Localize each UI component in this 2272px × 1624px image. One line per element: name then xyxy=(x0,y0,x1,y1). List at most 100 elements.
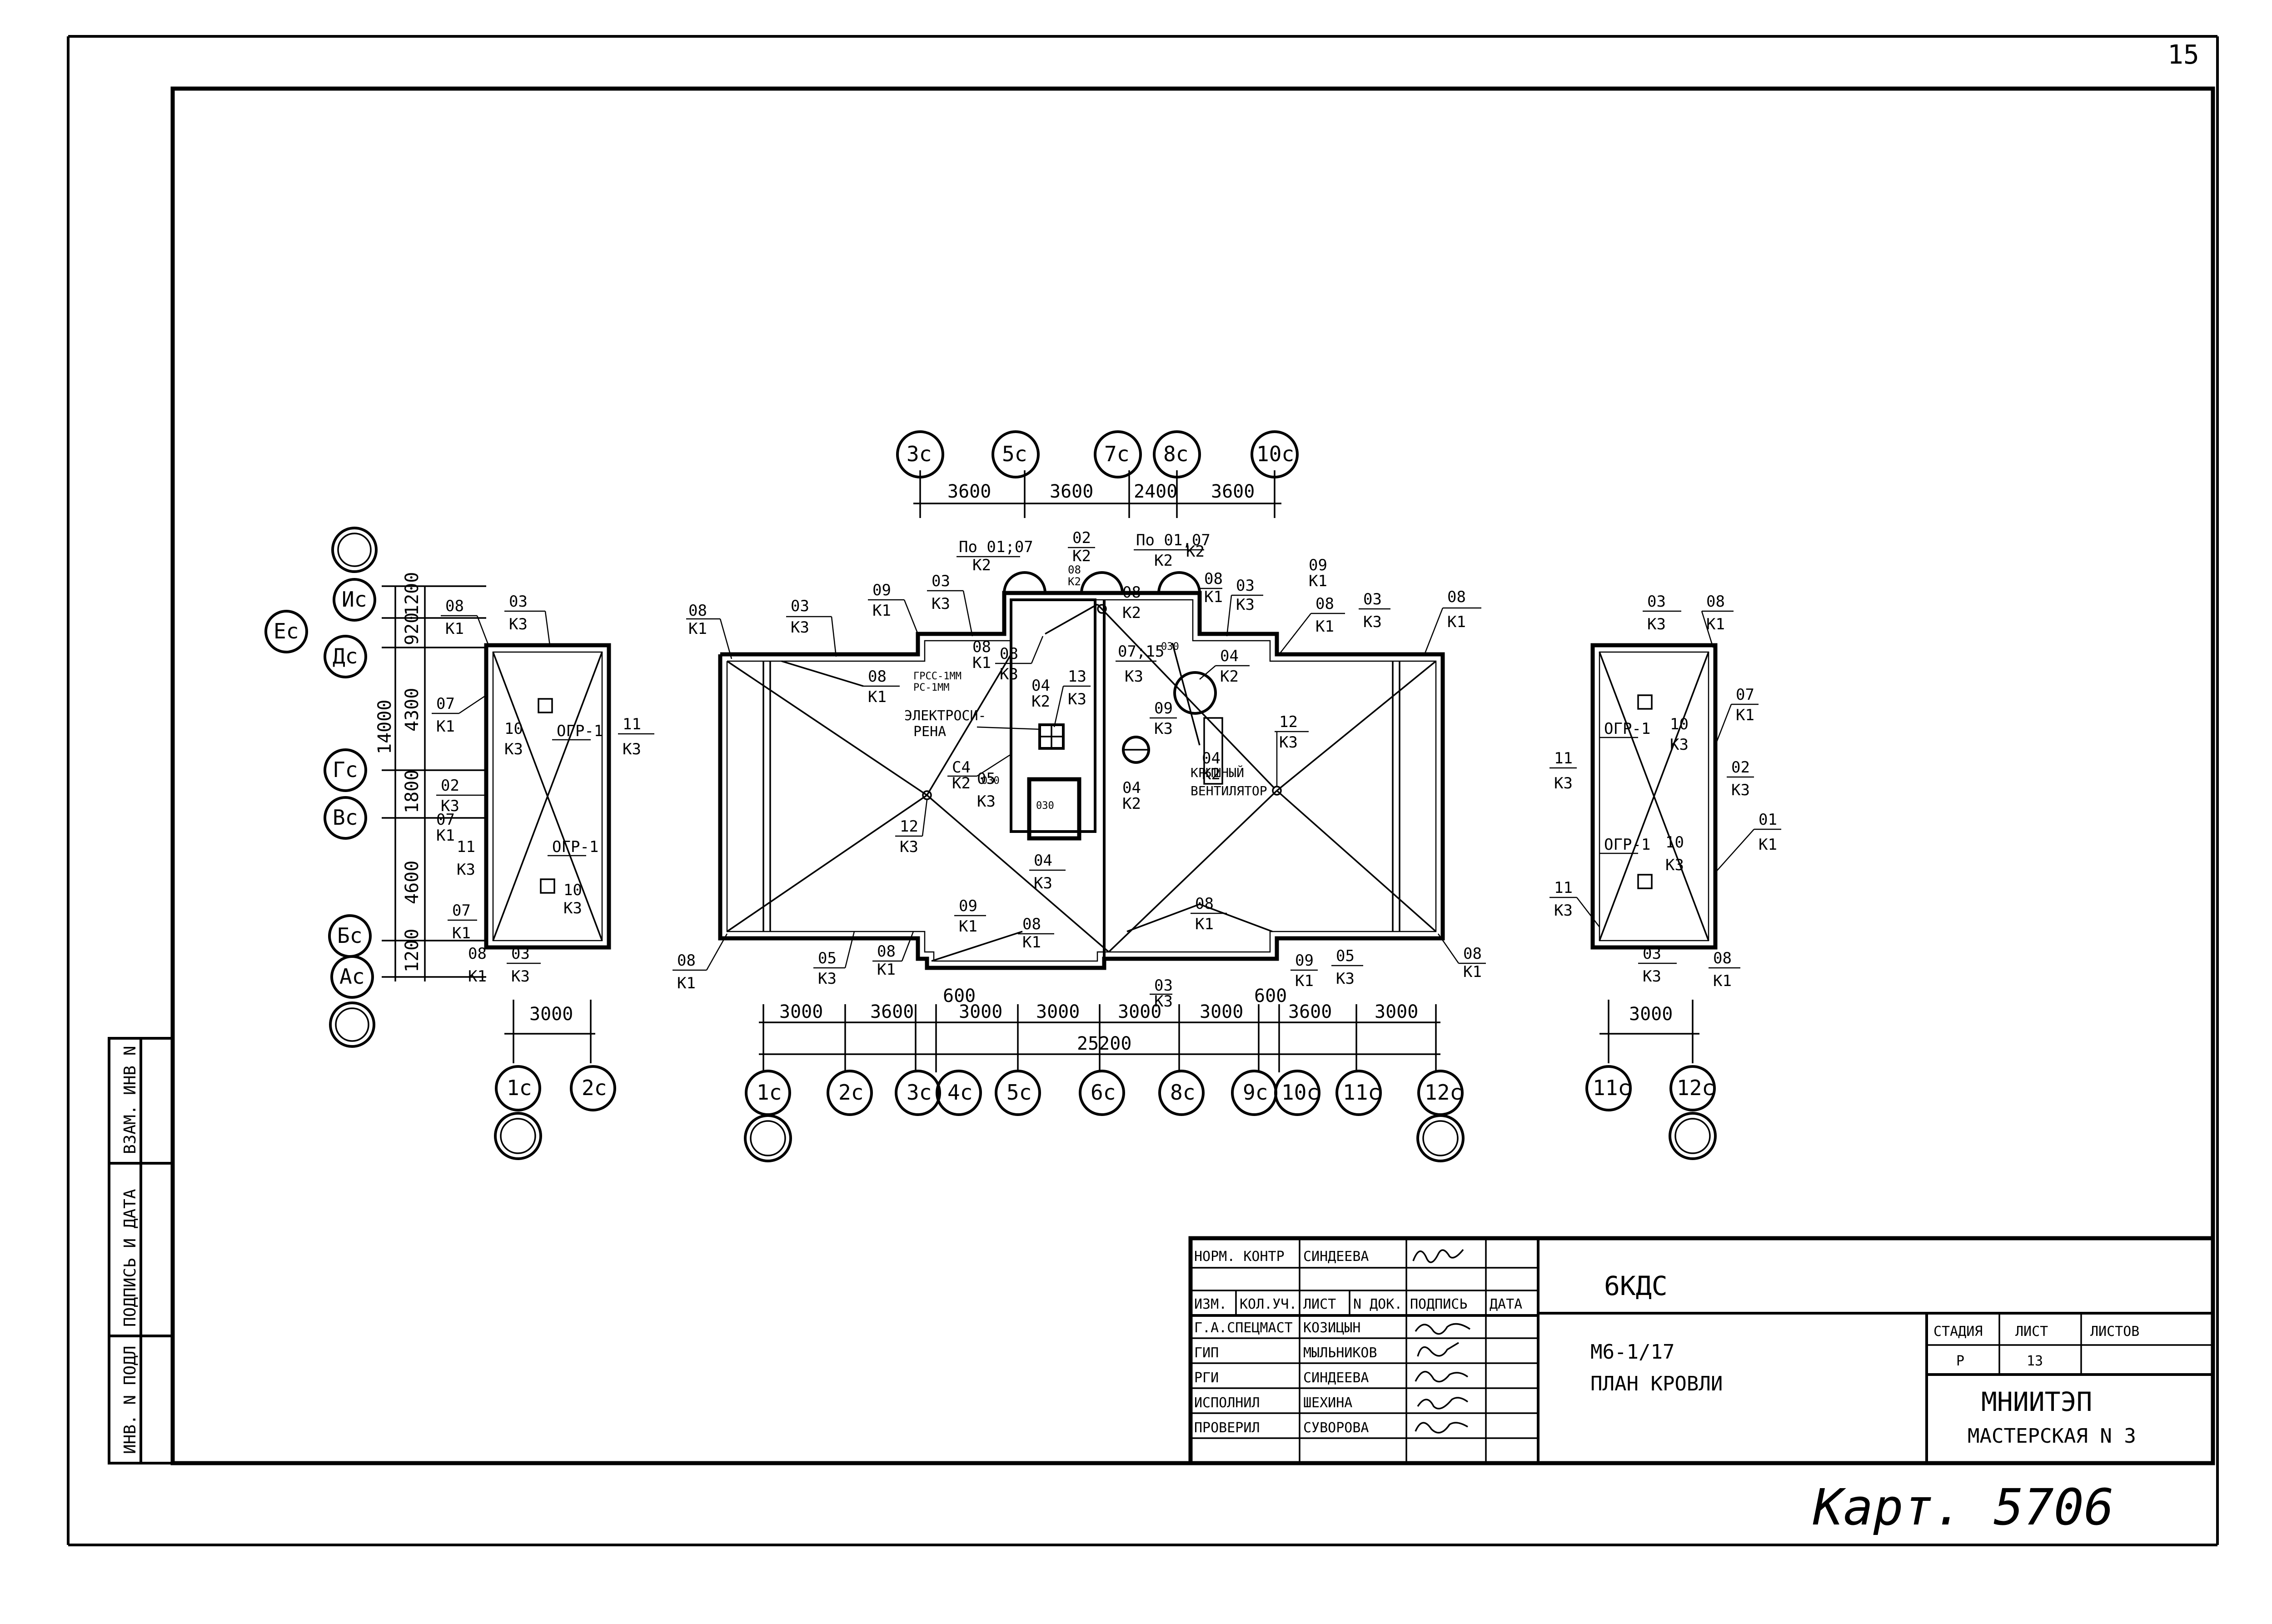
svg-text:К3: К3 xyxy=(1363,613,1382,631)
axis-bubble-5c: 5с xyxy=(1006,1080,1031,1105)
bottom-dim-1: 3000 xyxy=(779,1001,823,1022)
svg-text:03: 03 xyxy=(1236,577,1255,595)
svg-text:К1: К1 xyxy=(868,688,887,706)
title-block: НОРМ. КОНТР СИНДЕЕВА ИЗМ. КОЛ.УЧ. ЛИСТ N… xyxy=(1188,1236,2215,1465)
side-stamp-inv: ИНВ. N ПОДЛ xyxy=(121,1346,140,1454)
svg-text:К1: К1 xyxy=(872,602,891,620)
svg-text:08: 08 xyxy=(1706,593,1725,611)
svg-text:К1: К1 xyxy=(1204,588,1223,606)
svg-text:09: 09 xyxy=(1154,699,1173,717)
svg-text:04: 04 xyxy=(1034,852,1052,870)
axis-bubble-Ec: Ес xyxy=(274,619,299,643)
svg-text:К3: К3 xyxy=(791,618,809,637)
overall-dim-main: 25200 xyxy=(1077,1033,1131,1054)
svg-text:К3: К3 xyxy=(900,838,918,856)
svg-text:К3: К3 xyxy=(1554,902,1573,920)
left-bottom-dim: 3000 xyxy=(529,1004,573,1025)
svg-text:08: 08 xyxy=(1315,595,1334,613)
axis-bubble-right-12c: 12с xyxy=(1677,1076,1714,1100)
hdr-ndok: N ДОК. xyxy=(1353,1296,1402,1312)
svg-text:К2: К2 xyxy=(1122,604,1141,622)
axis-bubble-left-1c: 1с xyxy=(507,1076,532,1100)
hdr-izm: ИЗМ. xyxy=(1194,1296,1227,1312)
axis-bubble-right-11c: 11с xyxy=(1593,1076,1630,1100)
axis-bubble-left-2c: 2с xyxy=(582,1076,607,1100)
axis-bubble-top-10c: 10с xyxy=(1256,442,1294,466)
svg-text:07;15: 07;15 xyxy=(1118,643,1164,661)
svg-text:09: 09 xyxy=(1295,951,1314,970)
svg-text:04: 04 xyxy=(1202,749,1221,767)
svg-text:К1: К1 xyxy=(972,654,991,672)
side-stamp-sign: ПОДПИСЬ И ДАТА xyxy=(121,1189,140,1327)
side-stamp-repl: ВЗАМ. ИНВ N xyxy=(121,1046,140,1154)
left-dim-6: 1200 xyxy=(402,929,423,972)
svg-text:03: 03 xyxy=(1363,590,1382,608)
top-dim-2: 3600 xyxy=(1050,481,1093,502)
svg-text:К3: К3 xyxy=(932,595,950,613)
bottom-dim-9: 3600 xyxy=(1288,1001,1332,1022)
svg-text:05: 05 xyxy=(977,770,996,788)
svg-text:К1: К1 xyxy=(445,620,464,638)
svg-text:04: 04 xyxy=(1031,677,1050,695)
svg-text:08: 08 xyxy=(1195,895,1214,913)
axis-bubble-2c: 2с xyxy=(838,1080,863,1105)
svg-text:К3: К3 xyxy=(1279,733,1298,752)
svg-text:03: 03 xyxy=(509,593,528,611)
name-1: КОЗИЦЫН xyxy=(1303,1320,1360,1336)
svg-text:РС-1ММ: РС-1ММ xyxy=(913,682,949,693)
role-2: ГИП xyxy=(1194,1345,1219,1361)
svg-text:03: 03 xyxy=(1154,976,1173,995)
svg-text:К2: К2 xyxy=(1031,692,1050,711)
svg-text:К3: К3 xyxy=(509,615,528,633)
svg-text:РЕНА: РЕНА xyxy=(913,724,946,740)
svg-text:08: 08 xyxy=(677,951,696,970)
svg-text:11: 11 xyxy=(1554,749,1573,767)
svg-text:К3: К3 xyxy=(977,792,996,811)
archive-stamp: Карт. 5706 xyxy=(1813,1478,2114,1536)
left-dim-2: 920 xyxy=(402,613,423,645)
svg-text:02: 02 xyxy=(1072,529,1091,547)
left-overall-dim: 14000 xyxy=(374,700,395,754)
svg-text:10: 10 xyxy=(1670,715,1689,733)
axis-bubble-Ac: Ас xyxy=(339,964,364,989)
workshop: МАСТЕРСКАЯ N 3 xyxy=(1968,1425,2136,1448)
svg-text:07: 07 xyxy=(436,695,455,713)
svg-text:К1: К1 xyxy=(688,620,707,638)
bottom-dim-6: 3000 xyxy=(1118,1001,1161,1022)
svg-text:07: 07 xyxy=(1736,686,1754,704)
axis-bubble-Ic: Ис xyxy=(342,587,367,612)
svg-text:К1: К1 xyxy=(1447,613,1466,631)
signatures xyxy=(1412,1249,1470,1434)
svg-text:08: 08 xyxy=(1204,570,1223,588)
main-outline xyxy=(718,591,1445,970)
axis-bubble-top-7c: 7с xyxy=(1104,442,1129,466)
left-dim-4: 1800 xyxy=(402,770,423,813)
svg-text:08: 08 xyxy=(972,638,991,656)
svg-text:С4: С4 xyxy=(952,758,971,777)
svg-text:К3: К3 xyxy=(511,967,530,986)
svg-text:02: 02 xyxy=(441,777,459,795)
svg-text:К3: К3 xyxy=(1154,992,1173,1011)
svg-text:09: 09 xyxy=(959,897,977,915)
svg-text:К3: К3 xyxy=(1125,668,1143,686)
svg-text:10: 10 xyxy=(1665,833,1684,852)
svg-text:К3: К3 xyxy=(1554,774,1573,792)
svg-text:08: 08 xyxy=(1713,949,1732,967)
svg-text:02: 02 xyxy=(1731,758,1750,777)
svg-text:К3: К3 xyxy=(623,740,641,758)
axis-bubble-3c: 3с xyxy=(907,1080,932,1105)
svg-text:По 01,07: По 01,07 xyxy=(1136,531,1211,549)
bottom-dim-8: 600 xyxy=(1254,986,1287,1006)
svg-text:К2: К2 xyxy=(1068,575,1081,588)
svg-text:К1: К1 xyxy=(877,961,896,979)
doc-no: М6-1/17 xyxy=(1590,1340,1674,1364)
svg-text:08: 08 xyxy=(688,602,707,620)
svg-text:К3: К3 xyxy=(1731,781,1750,799)
svg-text:К1: К1 xyxy=(677,974,696,992)
svg-text:К3: К3 xyxy=(441,797,459,815)
svg-text:05: 05 xyxy=(818,949,837,967)
svg-text:К1: К1 xyxy=(1706,615,1725,633)
svg-text:ВЕНТИЛЯТОР: ВЕНТИЛЯТОР xyxy=(1191,783,1267,798)
bottom-dim-10: 3000 xyxy=(1375,1001,1418,1022)
